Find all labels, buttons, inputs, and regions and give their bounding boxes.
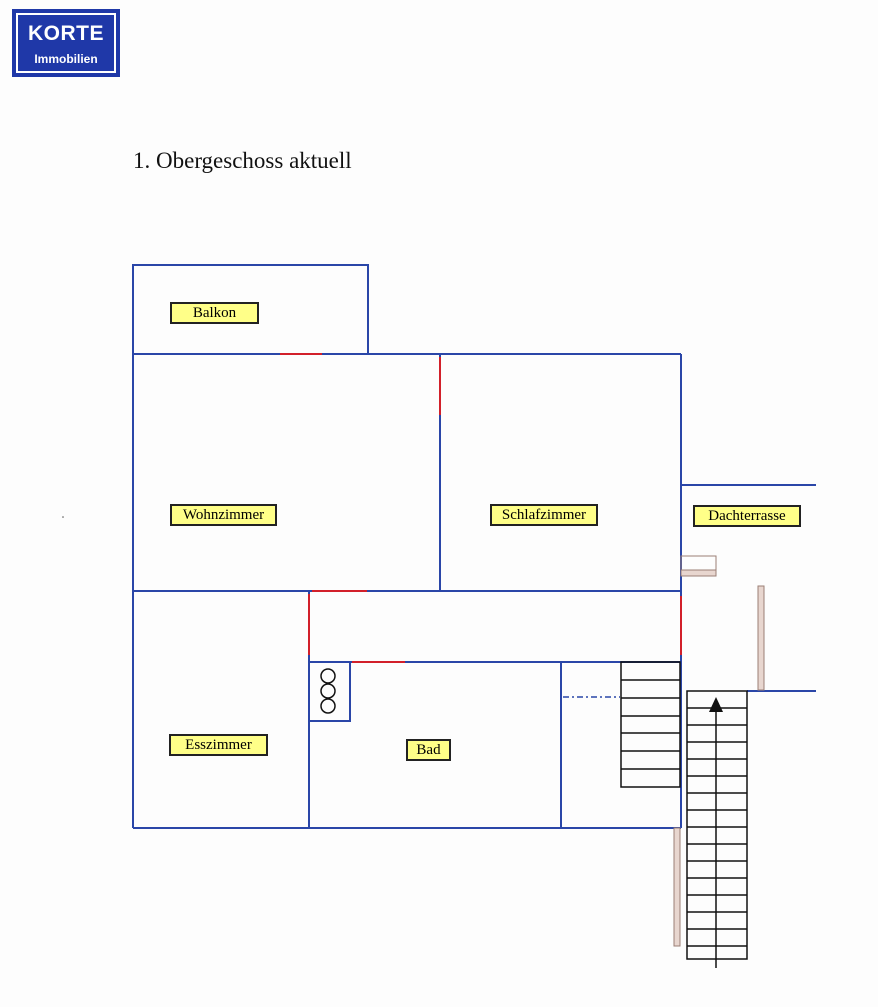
label-balkon: Balkon bbox=[170, 302, 259, 324]
scan-speck bbox=[62, 516, 64, 518]
outer-staircase bbox=[686, 690, 748, 968]
logo-name: KORTE bbox=[28, 22, 104, 45]
stair-direction-arrow-icon bbox=[709, 697, 723, 712]
inner-staircase bbox=[620, 661, 681, 788]
label-bad: Bad bbox=[406, 739, 451, 761]
chimney-flue-icon bbox=[320, 668, 336, 714]
chimney-box bbox=[308, 661, 351, 722]
railing-left bbox=[673, 827, 681, 947]
label-esszimmer: Esszimmer bbox=[169, 734, 268, 756]
railing-terrace bbox=[757, 585, 765, 691]
flue-1 bbox=[320, 668, 336, 684]
railings bbox=[673, 555, 765, 947]
label-dachterrasse: Dachterrasse bbox=[693, 505, 801, 527]
stair-openings bbox=[563, 661, 620, 698]
label-schlafzimmer: Schlafzimmer bbox=[490, 504, 598, 526]
flue-2 bbox=[320, 683, 336, 699]
logo-subtitle: Immobilien bbox=[34, 52, 98, 66]
flue-3 bbox=[320, 698, 336, 714]
walls bbox=[132, 264, 816, 829]
doors bbox=[280, 353, 682, 663]
label-wohnzimmer: Wohnzimmer bbox=[170, 504, 277, 526]
korte-logo: KORTE Immobilien bbox=[12, 9, 120, 77]
terrace-step-edge bbox=[680, 569, 717, 577]
page-title: 1. Obergeschoss aktuell bbox=[133, 148, 352, 173]
outer-stair-outline bbox=[686, 690, 748, 960]
inner-stair-outline bbox=[620, 661, 681, 788]
